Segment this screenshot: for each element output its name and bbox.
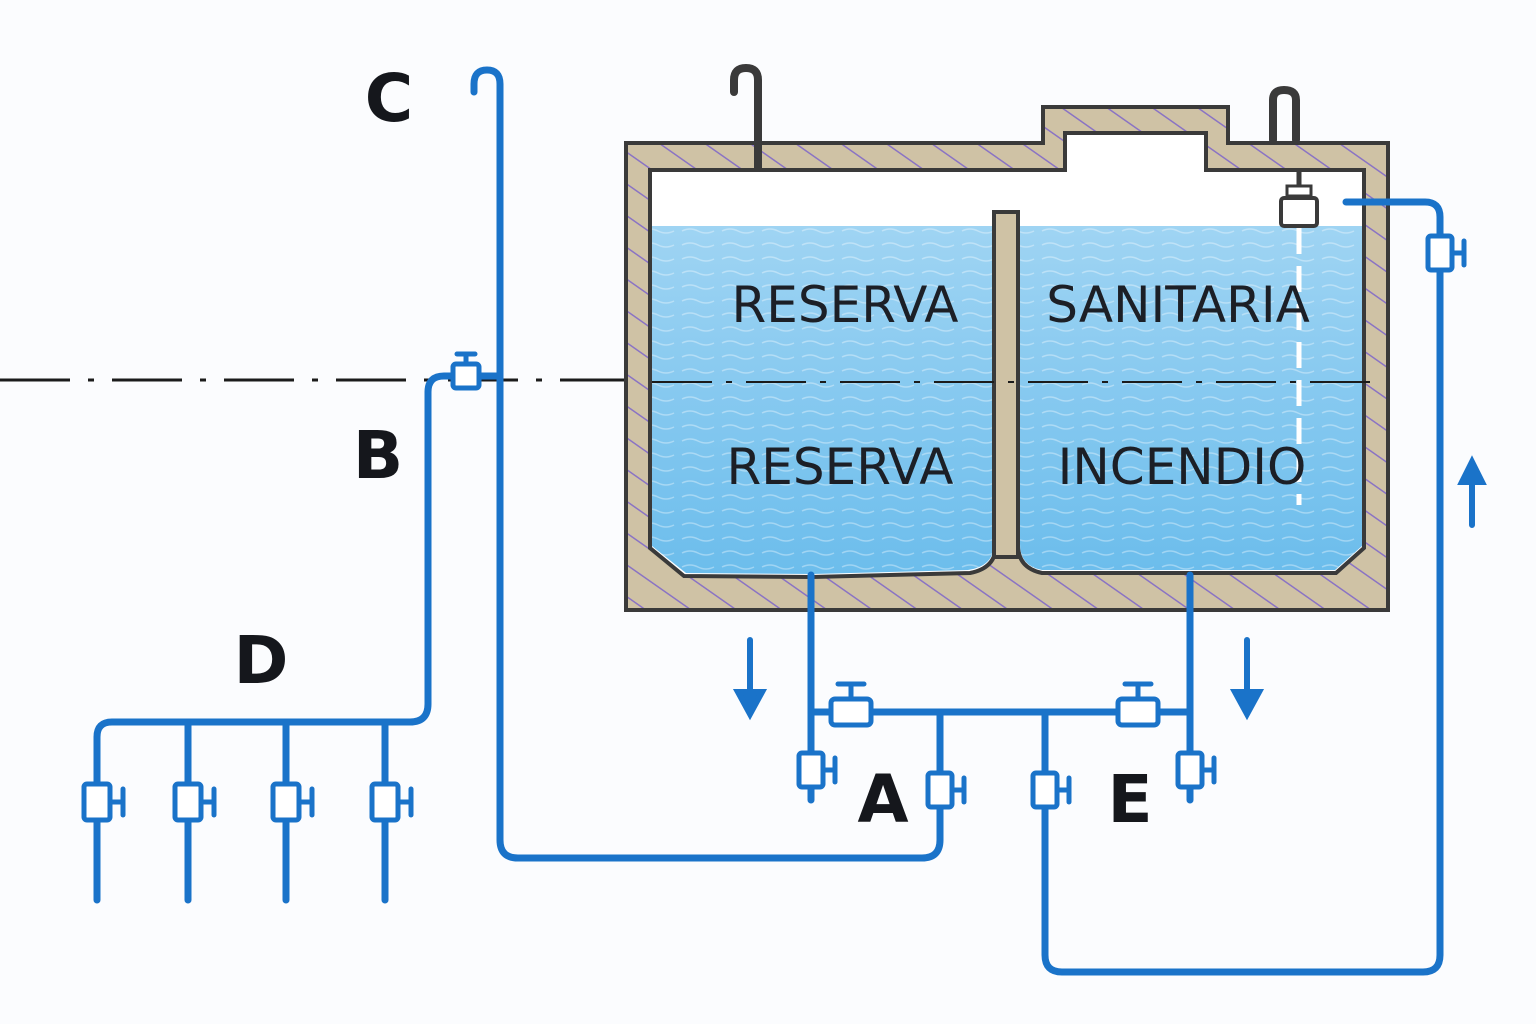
right-lower-label: INCENDIO	[1058, 438, 1307, 496]
valve-icon	[925, 770, 967, 810]
label-b: B	[353, 417, 403, 494]
valve-icon	[369, 781, 414, 823]
float-valve-icon	[1279, 170, 1319, 228]
vent-pipe-icon	[1269, 85, 1300, 144]
partition-wall	[992, 210, 1020, 559]
valve-icon	[81, 781, 126, 823]
label-d: D	[234, 622, 289, 699]
left-lower-label: RESERVA	[727, 438, 954, 496]
vent-pipe-icon	[730, 63, 762, 172]
gate-valve-icon	[828, 681, 874, 728]
right-upper-label: SANITARIA	[1046, 276, 1310, 334]
label-c: C	[365, 60, 413, 137]
gate-valve-icon	[1115, 681, 1161, 728]
supply-pipe	[1041, 198, 1444, 976]
flow-arrow-down-icon	[1229, 637, 1265, 721]
valve-icon	[1030, 770, 1072, 810]
branch-a-pipe	[470, 66, 944, 862]
valve-icon	[172, 781, 217, 823]
flow-arrow-down-icon	[732, 637, 768, 721]
valve-icon	[1175, 750, 1217, 790]
left-upper-label: RESERVA	[732, 276, 959, 334]
valve-icon	[270, 781, 315, 823]
label-e: E	[1107, 761, 1152, 838]
valve-icon	[1425, 233, 1467, 273]
gate-valve-icon	[450, 351, 482, 391]
branch-b-pipe	[93, 372, 504, 904]
label-a: A	[857, 761, 908, 838]
flow-arrow-up-icon	[1457, 455, 1487, 528]
valve-icon	[796, 750, 838, 790]
